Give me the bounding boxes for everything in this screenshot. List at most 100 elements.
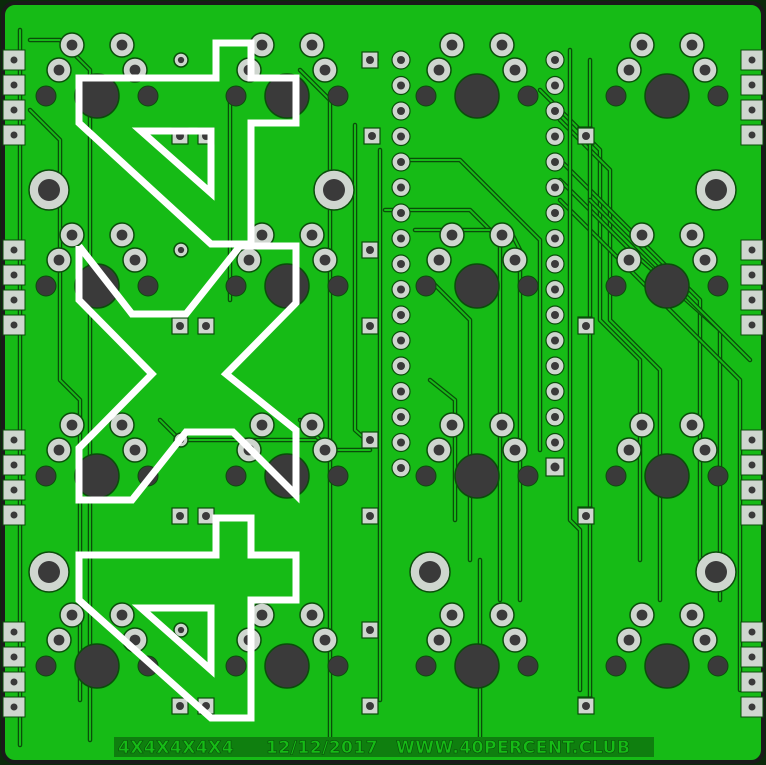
pad-hole [582,322,590,330]
mounting-hole-center [705,179,727,201]
pad-hole [636,419,648,431]
pad-hole [66,419,78,431]
pad-hole [10,56,18,64]
pad-hole [129,634,141,646]
pad-hole [306,39,318,51]
switch-center-hole [264,263,310,309]
mounting-hole-center [705,561,727,583]
pad-hole [366,626,374,634]
pad-hole [10,271,18,279]
pad-hole [397,336,405,345]
edge-connector-pad [2,49,26,71]
pad-hole [397,438,405,447]
switch-side-hole [517,275,539,297]
pad-hole [397,260,405,268]
pad-hole [53,634,65,646]
switch-side-hole [605,275,627,297]
mounting-holes [28,169,737,593]
switch-side-hole [517,655,539,677]
pad-hole [66,609,78,621]
switch-footprint [605,643,729,689]
switch-center-hole [454,453,500,499]
edge-connector-pad [2,621,26,643]
edge-connector-pad [740,314,764,336]
mounting-hole-center [38,561,60,583]
silkscreen-logo [75,39,300,722]
switch-side-hole [415,275,437,297]
switch-center-hole [264,453,310,499]
pad-hole [129,254,141,266]
pad-hole [551,234,559,243]
switch-footprint [605,263,729,309]
pad-hole [699,634,711,646]
pad-hole [551,183,559,192]
pad-hole [66,39,78,51]
switch-footprint [415,73,539,119]
switch-side-hole [327,655,349,677]
pad-hole [509,254,521,266]
pad-hole [366,56,374,64]
pad-hole [623,444,635,456]
pad-hole [366,246,374,254]
pad-hole [319,254,331,266]
pad-hole [202,322,210,330]
pad-hole [366,512,374,520]
pad-hole [256,419,268,431]
edge-connector-pad [740,49,764,71]
switch-side-hole [225,465,247,487]
silk-board-name: 4X4X4X4X4 [118,738,234,758]
pad-hole [446,609,458,621]
edge-connector-pad [740,124,764,146]
pad-hole [551,209,559,217]
edge-connector-pad [740,289,764,311]
pad-hole [319,64,331,76]
pad-hole [397,234,405,243]
pad-hole [748,56,756,64]
switch-side-hole [327,465,349,487]
pad-hole [686,229,698,241]
pad-hole [582,702,590,710]
pad-hole [551,413,559,421]
pad-hole [446,419,458,431]
switch-center-hole [644,453,690,499]
pad-hole [366,702,374,710]
pad-hole [748,321,756,329]
pad-hole [397,183,405,192]
switch-center-hole [454,73,500,119]
pad-hole [176,702,184,710]
edge-connector-pad [740,99,764,121]
pad-hole [551,362,559,370]
pad-hole [551,336,559,345]
switch-side-hole [415,85,437,107]
pad-hole [551,56,559,64]
pad-hole [177,246,185,254]
edge-connector-pad [2,429,26,451]
edge-connector-pad [2,314,26,336]
pad-hole [397,56,405,64]
pad-hole [397,285,405,294]
pad-hole [551,81,559,90]
pad-hole [748,703,756,711]
pad-hole [496,609,508,621]
switch-side-hole [35,465,57,487]
pad-hole [397,209,405,217]
pad-hole [446,39,458,51]
pad-hole [748,246,756,254]
edge-connector-pad [740,74,764,96]
pad-hole [551,438,559,447]
edge-connectors [2,49,764,718]
pad-hole [748,81,756,89]
trace-fill [569,49,581,691]
pad-hole [636,609,648,621]
edge-connector-pad [2,454,26,476]
pad-hole [10,461,18,469]
pad-hole [116,39,128,51]
switch-side-hole [605,465,627,487]
edge-connector-pad [740,621,764,643]
switch-side-hole [415,465,437,487]
switch-footprint [415,643,539,689]
switch-footprint [605,73,729,119]
edge-connector-pad [740,264,764,286]
